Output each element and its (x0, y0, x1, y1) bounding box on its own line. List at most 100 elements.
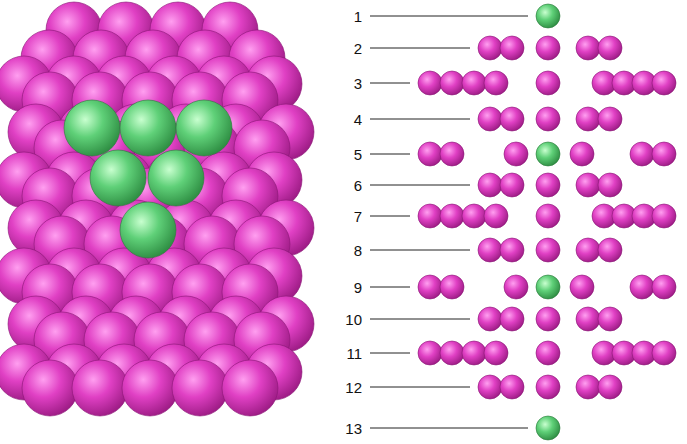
magenta-atom (576, 173, 600, 197)
leader-line (370, 428, 528, 429)
callout-number: 3 (338, 76, 362, 91)
layer-spheres (418, 4, 676, 440)
magenta-atom (418, 275, 442, 299)
magenta-atom (484, 71, 508, 95)
magenta-atom (478, 36, 502, 60)
magenta-atom (500, 238, 524, 262)
callout-number: 2 (338, 41, 362, 56)
callout-number: 10 (338, 312, 362, 327)
magenta-atom (418, 71, 442, 95)
magenta-atom (478, 307, 502, 331)
magenta-atom (500, 173, 524, 197)
magenta-atom (462, 71, 486, 95)
magenta-atom (598, 238, 622, 262)
magenta-atom (478, 238, 502, 262)
green-atom (120, 100, 176, 156)
green-atom (148, 150, 204, 206)
magenta-atom (598, 173, 622, 197)
magenta-atom (630, 142, 654, 166)
green-atom (536, 142, 560, 166)
leader-line (370, 387, 470, 388)
leader-line (370, 250, 470, 251)
magenta-atom (630, 275, 654, 299)
magenta-atom (172, 360, 228, 416)
magenta-atom (652, 204, 676, 228)
green-atom (64, 100, 120, 156)
callout-number: 1 (338, 9, 362, 24)
callout-number: 5 (338, 147, 362, 162)
magenta-atom (500, 375, 524, 399)
callout-number: 6 (338, 178, 362, 193)
magenta-atom (500, 36, 524, 60)
magenta-atom (536, 375, 560, 399)
leader-line (370, 353, 410, 354)
magenta-atom (72, 360, 128, 416)
magenta-atom (504, 142, 528, 166)
leader-lines (370, 16, 528, 428)
magenta-atom (652, 142, 676, 166)
magenta-atom (598, 107, 622, 131)
callout-number: 13 (338, 421, 362, 436)
magenta-atom (478, 173, 502, 197)
magenta-atom (576, 36, 600, 60)
magenta-atom (462, 204, 486, 228)
magenta-atom (418, 204, 442, 228)
magenta-atom (462, 341, 486, 365)
magenta-atom (652, 71, 676, 95)
magenta-atom (570, 142, 594, 166)
magenta-atom (222, 360, 278, 416)
magenta-atom (598, 307, 622, 331)
green-atom (536, 416, 560, 440)
leader-line (370, 83, 410, 84)
magenta-atom (536, 341, 560, 365)
magenta-atom (598, 375, 622, 399)
leader-line (370, 119, 470, 120)
callout-number: 8 (338, 243, 362, 258)
magenta-atom (536, 36, 560, 60)
magenta-atom (478, 107, 502, 131)
magenta-atom (418, 341, 442, 365)
magenta-atom (500, 307, 524, 331)
green-atom (90, 150, 146, 206)
magenta-atom (576, 307, 600, 331)
leader-line (370, 185, 470, 186)
magenta-atom (598, 36, 622, 60)
magenta-atom (536, 173, 560, 197)
callout-number: 4 (338, 112, 362, 127)
magenta-atom (576, 107, 600, 131)
magenta-atom (440, 142, 464, 166)
magenta-atom (484, 341, 508, 365)
green-atom (120, 202, 176, 258)
magenta-atom (652, 275, 676, 299)
callout-number: 9 (338, 280, 362, 295)
leader-line (370, 16, 528, 17)
magenta-atom (536, 204, 560, 228)
magenta-atom (418, 142, 442, 166)
magenta-atom (652, 341, 676, 365)
magenta-atom (484, 204, 508, 228)
cluster-3d (0, 2, 314, 416)
magenta-atom (536, 107, 560, 131)
magenta-atom (536, 307, 560, 331)
green-atom (176, 100, 232, 156)
magenta-atom (504, 275, 528, 299)
magenta-atom (440, 204, 464, 228)
magenta-atom (500, 107, 524, 131)
magenta-atom (576, 238, 600, 262)
leader-line (370, 154, 410, 155)
leader-line (370, 48, 470, 49)
magenta-atom (22, 360, 78, 416)
magenta-atom (536, 238, 560, 262)
callout-number: 11 (338, 346, 362, 361)
leader-line (370, 216, 410, 217)
magenta-atom (440, 275, 464, 299)
leader-line (370, 319, 470, 320)
magenta-atom (440, 71, 464, 95)
green-atom (536, 275, 560, 299)
leader-line (370, 287, 410, 288)
magenta-atom (478, 375, 502, 399)
magenta-atom (440, 341, 464, 365)
magenta-atom (122, 360, 178, 416)
callout-number: 7 (338, 209, 362, 224)
magenta-atom (536, 71, 560, 95)
